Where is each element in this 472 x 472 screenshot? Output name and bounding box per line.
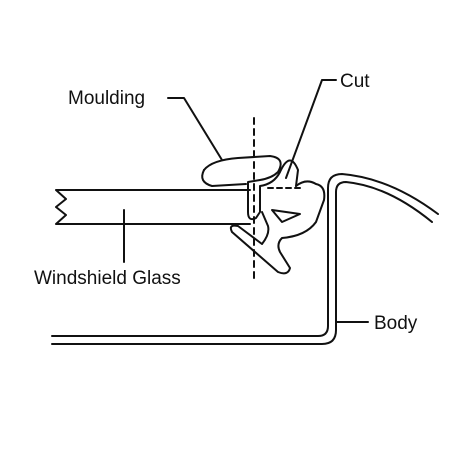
windshield-glass-label: Windshield Glass <box>34 268 181 289</box>
moulding-label: Moulding <box>68 88 146 109</box>
body-panel-shape <box>51 173 439 337</box>
windshield-glass-shape <box>55 189 251 225</box>
moulding-lip-shape <box>203 155 299 221</box>
body-panel-inner-edge <box>51 181 433 345</box>
moulding-seal-shape <box>229 180 326 275</box>
cut-leader-line <box>285 79 337 179</box>
cut-label: Cut <box>340 71 370 92</box>
moulding-leader-line <box>167 97 223 161</box>
moulding-cavity-shape <box>271 209 301 223</box>
body-label: Body <box>374 313 418 334</box>
moulding-lip-underside <box>201 169 247 187</box>
